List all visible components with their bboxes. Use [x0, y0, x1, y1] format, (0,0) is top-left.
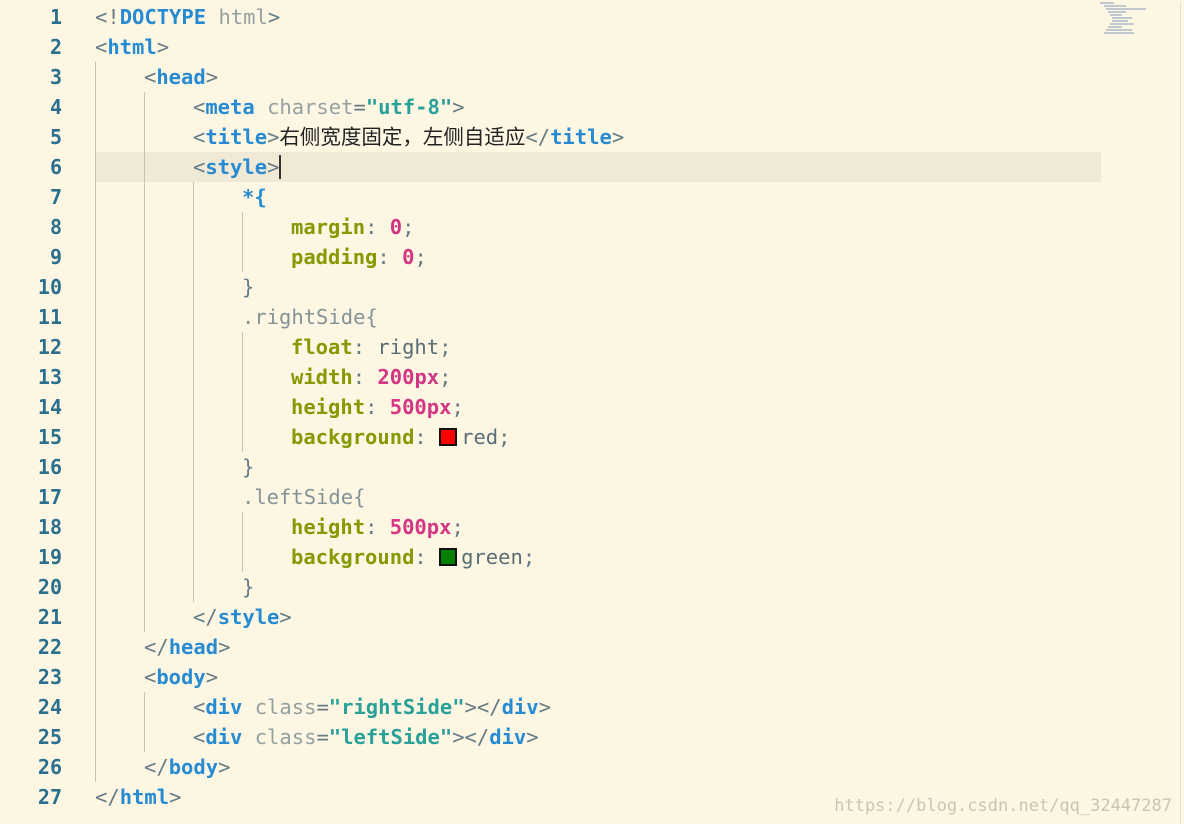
code-line: height: 500px;: [291, 515, 464, 539]
line-number: 15: [37, 425, 62, 449]
code-line: </head>: [144, 635, 231, 659]
indent-guide: [95, 62, 96, 782]
line-number: 11: [37, 305, 62, 329]
line-number: 1: [49, 5, 62, 29]
code-line: <div class="rightSide"></div>: [193, 695, 551, 719]
line-number: 20: [37, 575, 62, 599]
code-line: <div class="leftSide"></div>: [193, 725, 539, 749]
code-line: width: 200px;: [291, 365, 452, 389]
code-line: background: red;: [291, 425, 511, 449]
indent-guide: [193, 182, 194, 602]
indent-guide: [242, 512, 243, 572]
line-number: 14: [37, 395, 62, 419]
line-number: 18: [37, 515, 62, 539]
code-line: <head>: [144, 65, 219, 89]
line-number: 2: [49, 35, 62, 59]
code-line: </html>: [95, 785, 182, 809]
code-line: .leftSide{: [242, 485, 366, 509]
code-line: </body>: [144, 755, 231, 779]
watermark: https://blog.csdn.net/qq_32447287: [834, 796, 1172, 816]
title-text: 右侧宽度固定，左侧自适应: [279, 125, 526, 149]
line-number: 12: [37, 335, 62, 359]
line-number: 8: [49, 215, 62, 239]
line-number: 26: [37, 755, 62, 779]
line-number: 25: [37, 725, 62, 749]
code-area[interactable]: <!DOCTYPE html> <html> <head> <meta char…: [95, 2, 1184, 824]
text-cursor: [279, 155, 282, 179]
code-line: <!DOCTYPE html>: [95, 5, 281, 29]
line-number: 23: [37, 665, 62, 689]
line-number: 17: [37, 485, 62, 509]
code-line: float: right;: [291, 335, 452, 359]
line-number: 6: [49, 155, 62, 179]
line-number: 5: [49, 125, 62, 149]
code-line: margin: 0;: [291, 215, 415, 239]
line-number: 22: [37, 635, 62, 659]
minimap[interactable]: [1100, 2, 1150, 58]
code-line: }: [242, 575, 255, 599]
line-number: 24: [37, 695, 62, 719]
line-number-gutter: 1 2 3 4 5 6 7 8 9 10 11 12 13 14 15 16 1…: [0, 2, 80, 824]
line-number: 9: [49, 245, 62, 269]
code-line: <meta charset="utf-8">: [193, 95, 465, 119]
indent-guide: [242, 212, 243, 272]
color-swatch-red[interactable]: [439, 428, 458, 446]
color-swatch-green[interactable]: [439, 548, 458, 566]
code-line: padding: 0;: [291, 245, 427, 269]
line-number: 4: [49, 95, 62, 119]
line-number: 19: [37, 545, 62, 569]
scrollbar-track[interactable]: [1180, 2, 1181, 824]
indent-guide: [144, 92, 145, 632]
code-line: .rightSide{: [242, 305, 378, 329]
code-line: *{: [242, 185, 267, 209]
code-line: }: [242, 455, 255, 479]
line-number: 3: [49, 65, 62, 89]
line-number: 21: [37, 605, 62, 629]
code-line: <html>: [95, 35, 170, 59]
line-number: 27: [37, 785, 62, 809]
code-line: <style>: [193, 155, 282, 179]
line-number: 10: [37, 275, 62, 299]
line-number: 7: [49, 185, 62, 209]
code-line: <title>右侧宽度固定，左侧自适应</title>: [193, 125, 625, 149]
code-line: </style>: [193, 605, 292, 629]
code-line: <body>: [144, 665, 219, 689]
indent-guide: [144, 692, 145, 752]
code-line: background: green;: [291, 545, 536, 569]
line-number: 16: [37, 455, 62, 479]
current-line-highlight: [95, 152, 1101, 182]
indent-guide: [242, 332, 243, 452]
code-line: }: [242, 275, 255, 299]
line-number: 13: [37, 365, 62, 389]
code-line: height: 500px;: [291, 395, 464, 419]
